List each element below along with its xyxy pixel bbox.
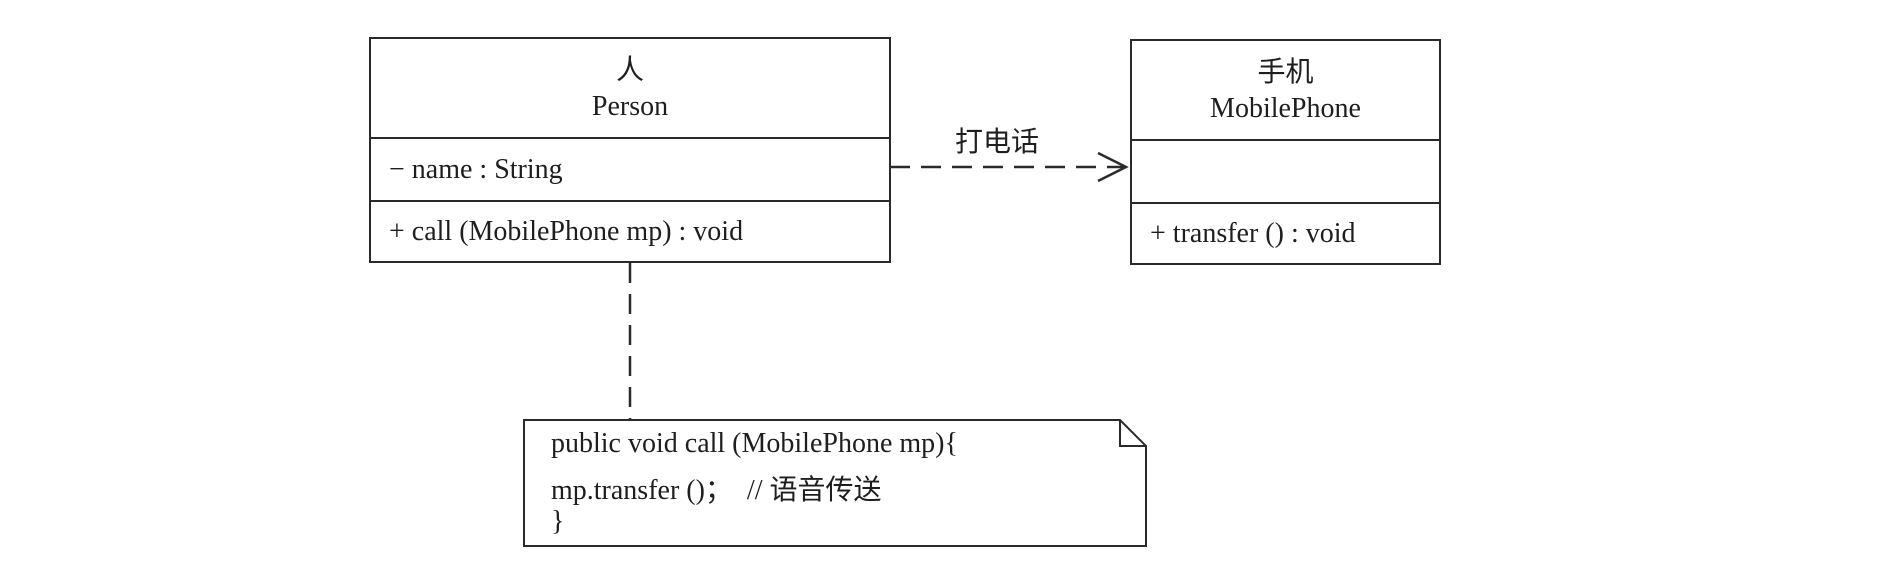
mobilephone-method-row: + transfer () : void [1132, 202, 1439, 263]
person-class-name-en: Person [591, 91, 669, 122]
person-attribute-row: − name : String [371, 137, 889, 200]
person-class-name-cn: 人 [615, 55, 644, 86]
person-method-row: + call (MobilePhone mp) : void [371, 200, 889, 261]
mobilephone-class-name-en: MobilePhone [1210, 93, 1361, 124]
person-attribute-text: − name : String [389, 153, 563, 185]
mobilephone-class-name-cn: 手机 [1257, 57, 1314, 88]
note-line-2: mp.transfer ()； // 语音传送 [551, 475, 882, 506]
person-method-text: + call (MobilePhone mp) : void [389, 215, 744, 247]
note-shape [523, 419, 1147, 547]
note-line-3: } [551, 506, 565, 537]
note-line-1: public void call (MobilePhone mp){ [551, 428, 958, 459]
person-class-box: 人 Person − name : String + call (MobileP… [369, 37, 891, 263]
mobilephone-class-box: 手机 MobilePhone + transfer () : void [1130, 39, 1441, 265]
dependency-label: 打电话 [955, 127, 1040, 158]
mobilephone-class-header: 手机 MobilePhone [1132, 41, 1439, 139]
note-fold-corner [1119, 420, 1146, 447]
person-class-header: 人 Person [371, 39, 889, 137]
dependency-arrowhead [1097, 151, 1129, 183]
mobilephone-attribute-row [1132, 139, 1439, 202]
mobilephone-method-text: + transfer () : void [1150, 217, 1356, 249]
